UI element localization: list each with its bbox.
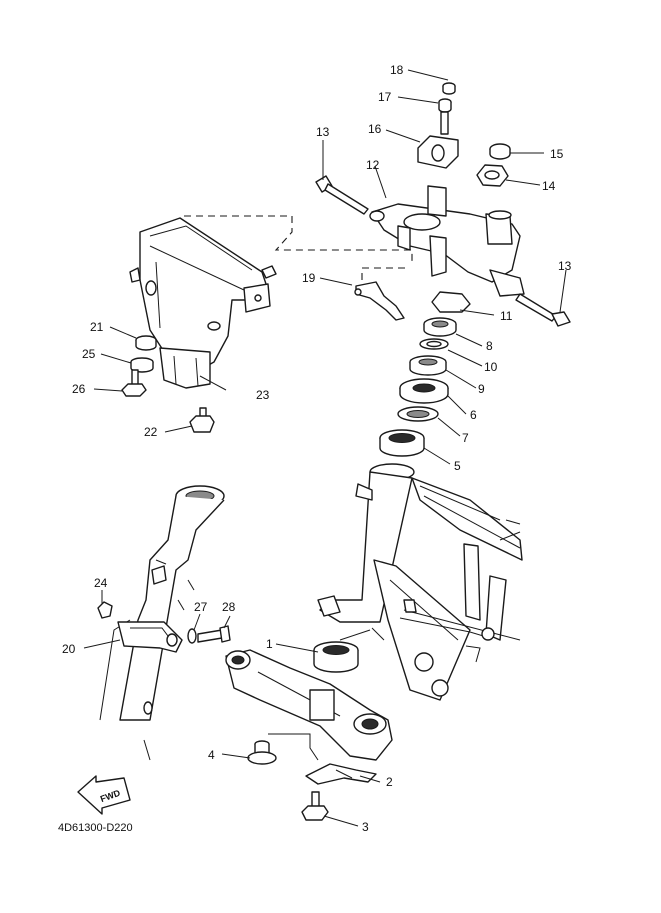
callout-16: 16 — [368, 122, 382, 136]
part-23-headlight-bracket — [129, 217, 277, 389]
part-17-bolt — [438, 98, 452, 135]
callout-13-left: 13 — [316, 125, 330, 139]
callout-1: 1 — [266, 637, 273, 651]
part-25-damper — [130, 357, 154, 373]
part-22-nut — [189, 407, 215, 433]
callout-3: 3 — [362, 820, 369, 834]
part-19-clip — [354, 281, 405, 321]
callout-23: 23 — [256, 388, 270, 402]
callout-5: 5 — [454, 459, 461, 473]
part-12-upper-bracket — [369, 185, 525, 297]
front-fork-left — [99, 485, 225, 761]
part-21-collar — [135, 335, 157, 351]
callout-9: 9 — [478, 382, 485, 396]
callout-22: 22 — [144, 425, 158, 439]
under-bracket — [225, 649, 393, 761]
part-10-washer — [419, 338, 449, 350]
callout-14: 14 — [542, 179, 556, 193]
part-20-fork-clamp — [117, 621, 183, 653]
callout-21: 21 — [90, 320, 104, 334]
callout-18: 18 — [390, 63, 404, 77]
part-2-clip — [305, 763, 377, 785]
callout-4: 4 — [208, 748, 215, 762]
part-26-bolt — [121, 369, 147, 397]
diagram-code: 4D61300-D220 — [58, 822, 133, 834]
callout-28: 28 — [222, 600, 236, 614]
part-27-washer — [187, 628, 197, 644]
part-13-bolt-left — [315, 175, 369, 215]
fwd-arrow-icon: FWD — [77, 775, 131, 815]
part-16-holder-upper — [417, 135, 459, 169]
callout-26: 26 — [72, 382, 86, 396]
part-14-nut — [476, 164, 509, 187]
callout-27: 27 — [194, 600, 208, 614]
callout-20: 20 — [62, 642, 76, 656]
part-18-cap — [442, 82, 456, 95]
callout-19: 19 — [302, 271, 316, 285]
callout-8: 8 — [486, 339, 493, 353]
part-15-cap — [489, 143, 511, 160]
part-4-bushing — [247, 740, 277, 765]
callout-13-right: 13 — [558, 259, 572, 273]
part-7-ball-race — [397, 406, 439, 422]
callout-11: 11 — [500, 309, 513, 323]
part-28-bolt — [197, 625, 231, 643]
callout-17: 17 — [378, 90, 392, 104]
callout-15: 15 — [550, 147, 564, 161]
part-9-ring-nut — [409, 355, 447, 376]
callout-12: 12 — [366, 158, 380, 172]
callout-6: 6 — [470, 408, 477, 422]
part-3-bolt — [301, 791, 329, 821]
callout-24: 24 — [94, 576, 108, 590]
part-5-bearing — [379, 429, 425, 457]
callout-2: 2 — [386, 775, 393, 789]
part-11-lock-washer — [431, 291, 471, 313]
callout-10: 10 — [484, 360, 498, 374]
part-24-nut — [97, 601, 113, 619]
callout-7: 7 — [462, 431, 469, 445]
part-8-ring-nut — [423, 317, 457, 337]
callout-25: 25 — [82, 347, 96, 361]
guide-dashed-line-clip — [361, 267, 410, 280]
part-6-cover — [399, 378, 449, 404]
guide-dashed-line-bracket — [184, 215, 413, 262]
part-1-bearing — [313, 641, 359, 673]
part-13-bolt-right — [515, 293, 571, 327]
guide-line-stem — [268, 733, 319, 761]
leader-lines — [83, 69, 567, 827]
frame — [317, 463, 523, 701]
callouts: 18 17 16 15 14 13 12 13 19 11 8 10 9 6 7… — [62, 63, 572, 834]
